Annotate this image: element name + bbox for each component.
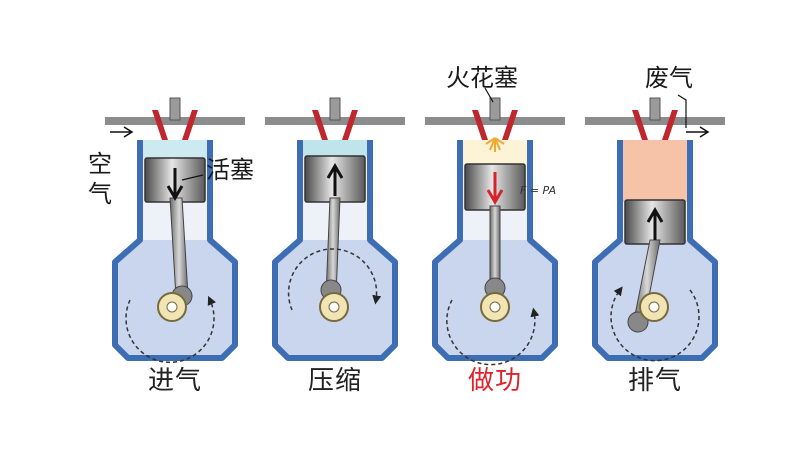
piston-arrow [486, 172, 504, 205]
head-bar [585, 117, 725, 125]
engine-exhaust [585, 94, 725, 362]
spark-plug-leader [484, 87, 494, 103]
piston-arrow [646, 207, 664, 240]
engine-intake [105, 97, 245, 364]
engine-power [425, 97, 565, 366]
rotation-arc [610, 286, 700, 362]
piston-arrow [326, 163, 344, 196]
engine-compression [265, 97, 405, 361]
intake-valve [152, 110, 168, 140]
exhaust-valve [502, 110, 518, 140]
intake-valve [472, 110, 488, 140]
crankshaft-hub [489, 301, 501, 313]
spark-plug [169, 97, 181, 121]
exhaust-valve [182, 110, 198, 140]
spark-plug [649, 97, 661, 121]
air-arrow [110, 126, 134, 138]
intake-valve [312, 110, 328, 140]
intake-gas [143, 140, 207, 158]
stroke-label-compression: 压缩 [307, 366, 362, 396]
head-bar [265, 117, 405, 125]
exhaust-label: 废气 [645, 64, 693, 92]
piston-arrow [166, 168, 184, 201]
head-bar [105, 117, 245, 125]
crankshaft-hub [328, 301, 340, 313]
rotation-arc [446, 299, 540, 366]
exhaust-gas [623, 140, 687, 202]
rotation-arc [287, 248, 382, 311]
spark-burst [485, 137, 505, 152]
exhaust-leader [677, 94, 687, 128]
crankshaft-hub [648, 301, 660, 313]
air-label-line1: 空 [88, 150, 112, 178]
exhaust-arrow [686, 126, 710, 138]
stroke-label-exhaust: 排气 [627, 366, 682, 396]
air-label-line2: 气 [88, 180, 112, 208]
spark-plug [329, 97, 341, 121]
force-formula: F = PA [520, 184, 557, 197]
stroke-label-intake: 进气 [147, 366, 202, 396]
head-bar [425, 117, 565, 125]
compressed-gas [303, 140, 367, 156]
piston-label: 活塞 [206, 156, 254, 184]
intake-valve [632, 110, 648, 140]
spark-plug-label: 火花塞 [446, 64, 518, 92]
rotation-arc [125, 295, 216, 364]
crankshaft-hub [166, 301, 178, 313]
piston-leader [181, 174, 204, 181]
stroke-label-power: 做功 [467, 366, 522, 396]
exhaust-valve [662, 110, 678, 140]
exhaust-valve [342, 110, 358, 140]
spark-plug [489, 97, 501, 121]
